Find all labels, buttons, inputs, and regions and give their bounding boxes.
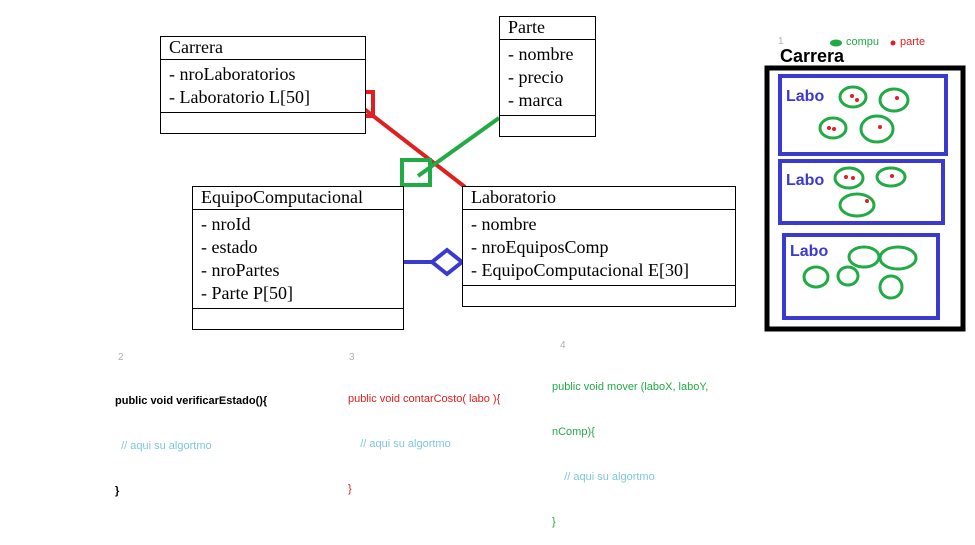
compu-ellipse [878,274,904,300]
labo-box [778,159,945,225]
class-laboratorio-operations [463,286,735,306]
class-parte[interactable]: Parte - nombre - precio - marca [499,16,596,137]
compu-ellipse [833,166,865,190]
attribute: - nroId [201,214,251,234]
labo-label: Labo [786,88,825,105]
code-line: public void mover (laboX, laboY, [552,381,709,393]
compu-ellipse [847,245,881,269]
compu-ellipse [802,265,830,289]
code-line: public void verificarEstado(){ [115,395,268,407]
equipo-aggregation-marker [400,158,432,187]
code-block-contar-costo: public void contarCosto( labo ){ // aqui… [348,362,500,512]
class-equipo-attributes: - nroId - estado - nroPartes - Parte P[5… [193,210,403,309]
code-block-number: 3 [349,352,355,363]
parte-dot [865,199,869,203]
attribute: - precio [508,67,564,87]
class-parte-operations [500,116,595,136]
parte-dot [850,94,854,98]
class-carrera[interactable]: Carrera - nroLaboratorios - Laboratorio … [160,36,366,134]
parte-dot [890,174,894,178]
compu-ellipse [875,166,907,188]
sketch-carrera-title: Carrera [780,46,845,66]
attribute: - nroLaboratorios [169,64,296,84]
parte-dot [878,125,882,129]
compu-ellipse [818,116,848,140]
attribute: - nombre [508,44,574,64]
code-block-mover: public void mover (laboX, laboY, nComp){… [552,350,708,545]
class-laboratorio[interactable]: Laboratorio - nombre - nroEquiposComp - … [462,186,736,307]
labo-label: Labo [786,172,825,189]
code-line: } [115,485,120,497]
parte-dot [855,98,859,102]
attribute: - nroPartes [201,260,280,280]
legend-parte-label: parte [900,36,926,48]
labo-box [782,233,940,320]
code-block-verificar-estado: public void verificarEstado(){ // aqui s… [115,364,267,514]
legend-compu-icon [830,39,842,47]
parte-dot [832,127,836,131]
class-laboratorio-name: Laboratorio [463,187,735,210]
code-line: } [348,483,352,495]
parte-dot [851,176,855,180]
compu-ellipse [838,85,868,109]
class-laboratorio-attributes: - nombre - nroEquiposComp - EquipoComput… [463,210,735,286]
parte-dot [844,175,848,179]
code-block-number: 4 [560,340,566,351]
class-equipo-operations [193,309,403,329]
compu-ellipse [878,245,918,271]
parte-dot [827,126,831,130]
compu-ellipse [838,192,876,218]
parte-dot [895,96,899,100]
attribute: - Laboratorio L[50] [169,87,310,107]
class-carrera-operations [161,113,365,133]
code-comment: // aqui su algortmo [348,438,451,450]
code-block-number: 2 [118,352,124,363]
code-comment: // aqui su algortmo [552,471,655,483]
sketch-drawing [764,65,966,332]
carrera-laboratorio-association [348,96,467,189]
attribute: - EquipoComputacional E[30] [471,260,689,280]
class-carrera-name: Carrera [161,37,365,60]
class-parte-attributes: - nombre - precio - marca [500,40,595,116]
attribute: - nroEquiposComp [471,237,609,257]
carrera-frame [764,65,966,332]
carrera-sketch: 1 compu parte Carrera [760,30,975,340]
compu-ellipse [859,114,895,144]
code-comment: // aqui su algortmo [115,440,212,452]
legend-compu-label: compu [846,36,880,48]
class-equipo-computacional[interactable]: EquipoComputacional - nroId - estado - n… [192,186,404,330]
code-line: public void contarCosto( labo ){ [348,393,501,405]
class-carrera-attributes: - nroLaboratorios - Laboratorio L[50] [161,60,365,113]
compu-ellipse [878,87,910,113]
code-line: nComp){ [552,426,595,438]
attribute: - nombre [471,214,537,234]
attribute: - marca [508,90,563,110]
compu-ellipse [836,265,860,287]
class-parte-name: Parte [500,17,595,40]
code-line: } [552,516,556,528]
attribute: - estado [201,237,258,257]
sketch-number: 1 [778,36,784,47]
attribute: - Parte P[50] [201,283,293,303]
class-equipo-name: EquipoComputacional [193,187,403,210]
laboratorio-composition-diamond [428,247,466,277]
legend-parte-icon [890,40,896,46]
labo-box [778,74,948,156]
labo-label: Labo [790,243,829,260]
